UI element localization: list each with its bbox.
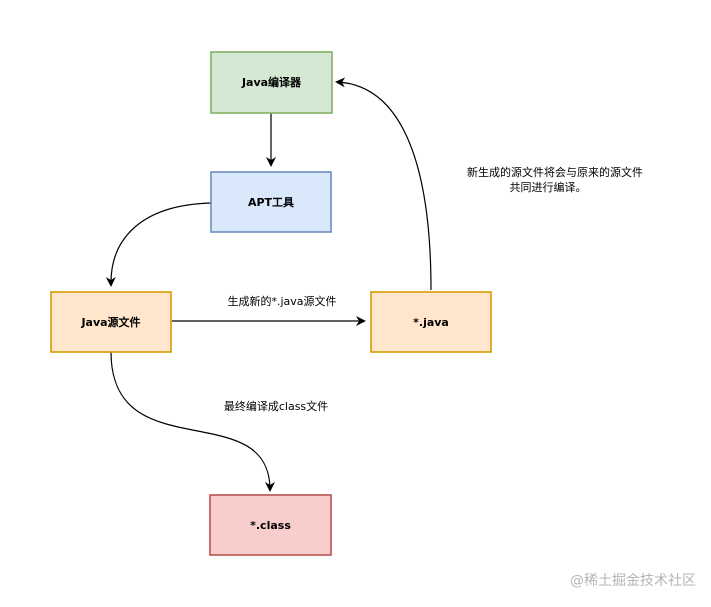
node-java-compiler-label: Java编译器 xyxy=(241,75,302,89)
node-java-compiler-box xyxy=(210,51,333,114)
node-java-source-box xyxy=(50,291,172,353)
node-generated-java: *.java xyxy=(370,291,492,353)
edge-source-to-class xyxy=(110,351,275,492)
node-java-source-label: Java源文件 xyxy=(80,315,140,329)
node-generated-java-label: *.java xyxy=(413,316,449,329)
edge-apt-to-source xyxy=(105,202,212,287)
edge-note-line-1: 新生成的源文件将会与原来的源文件 xyxy=(467,165,643,179)
edge-label-generate: 生成新的*.java源文件 xyxy=(227,294,336,308)
watermark: @稀土掘金技术社区 xyxy=(570,573,696,589)
node-apt-tool: APT工具 xyxy=(210,171,332,233)
edge-generated-to-compiler xyxy=(335,77,432,291)
node-class-file-label: *.class xyxy=(250,519,291,532)
node-class-file-box xyxy=(209,494,332,556)
edge-label-compile: 最终编译成class文件 xyxy=(224,399,328,413)
node-apt-tool-label: APT工具 xyxy=(248,196,294,209)
node-class-file: *.class xyxy=(209,494,332,556)
edge-note-line-2: 共同进行编译。 xyxy=(510,180,587,194)
node-apt-tool-box xyxy=(210,171,332,233)
node-java-compiler: Java编译器 xyxy=(210,51,333,114)
node-java-source: Java源文件 xyxy=(50,291,172,353)
node-generated-java-box xyxy=(370,291,492,353)
